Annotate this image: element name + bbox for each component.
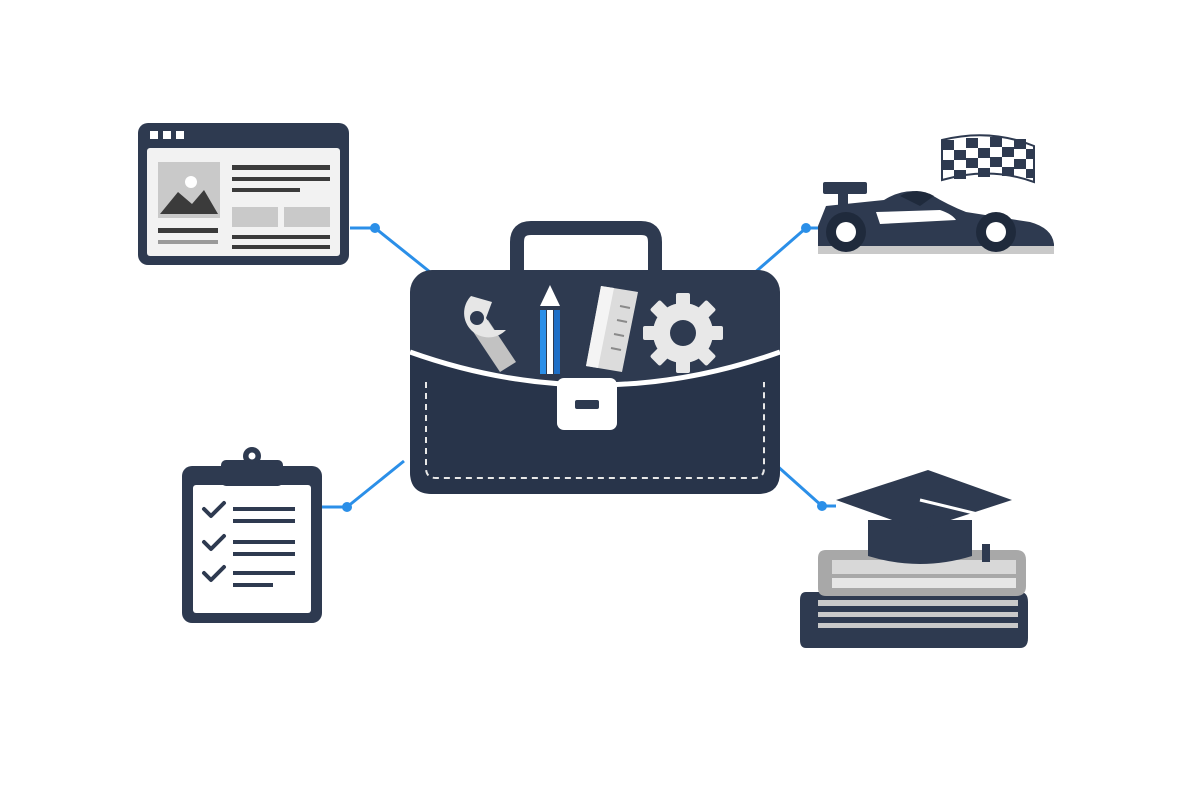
- check-icon: [202, 501, 226, 518]
- books-icon: [800, 550, 1028, 648]
- clipboard-checklist-icon: [182, 447, 322, 623]
- connector-dot: [817, 501, 827, 511]
- connector-top-right: [751, 223, 818, 277]
- wrench-icon: [464, 296, 516, 372]
- connector-dot: [342, 502, 352, 512]
- gear-icon: [643, 293, 723, 373]
- briefcase-with-tools-icon: [409, 221, 781, 494]
- race-car-checkered-flag-icon: [818, 134, 1054, 254]
- checkered-flag-icon: [941, 134, 1035, 184]
- connector-dot: [801, 223, 811, 233]
- race-car-icon: [818, 182, 1054, 254]
- connector-bottom-left: [322, 459, 405, 512]
- ruler-icon: [586, 286, 638, 372]
- graduation-cap-icon: [836, 470, 1012, 564]
- connector-top-left: [350, 223, 431, 274]
- check-icon: [202, 534, 226, 551]
- pencil-icon: [540, 285, 560, 374]
- clasp: [557, 378, 617, 430]
- image-placeholder-icon: [158, 162, 220, 218]
- web-page-icon: [138, 123, 349, 265]
- connector-dot: [370, 223, 380, 233]
- check-icon: [202, 565, 226, 582]
- graduation-cap-books-icon: [800, 470, 1028, 648]
